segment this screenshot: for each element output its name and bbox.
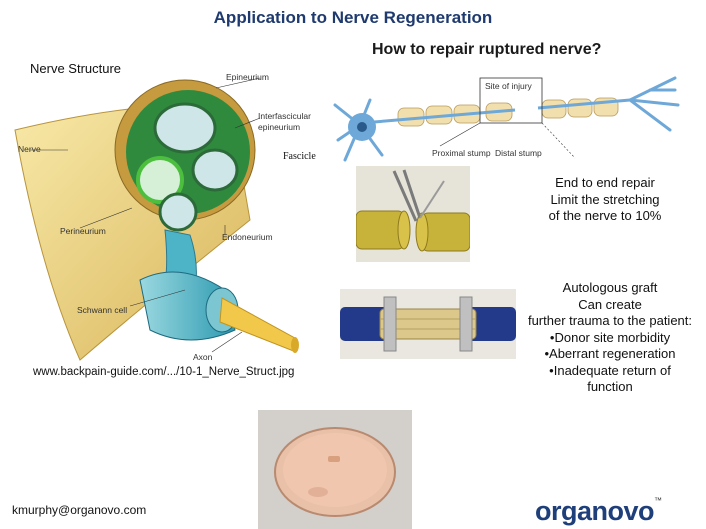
epineurium-label: Epineurium (226, 72, 269, 82)
autologous-graft-photo (340, 289, 516, 359)
nerve-structure-illustration (14, 77, 299, 361)
petri-dish-photo (258, 410, 412, 529)
slide-title: Application to Nerve Regeneration (213, 8, 493, 27)
autologous-line-1: Autologous graft (562, 280, 658, 295)
slide-subtitle: How to repair ruptured nerve? (372, 41, 602, 58)
interfascicular-label-line1: Interfascicular (258, 111, 311, 121)
brand-trademark: ™ (654, 496, 662, 505)
interfascicular-label-line2: epineurium (258, 122, 301, 132)
autologous-line-6: •Inadequate return of (549, 362, 671, 378)
perineurium-label: Perineurium (60, 226, 106, 236)
end-to-end-repair-text: End to end repair Limit the stretching o… (505, 175, 705, 225)
end-to-end-line-2: Limit the stretching (550, 191, 660, 207)
brand-name: organovo (535, 496, 655, 526)
end-to-end-line-1: End to end repair (555, 175, 655, 190)
contact-email: kmurphy@organovo.com (12, 503, 147, 517)
autologous-line-3: further trauma to the patient: (527, 313, 693, 328)
site-of-injury-label: Site of injury (485, 81, 532, 91)
axon-label: Axon (193, 352, 213, 362)
endoneurium-label: Endoneurium (222, 232, 273, 242)
autologous-graft-text: Autologous graft Can create further trau… (515, 280, 705, 396)
image-source-caption: www.backpain-guide.com/.../10-1_Nerve_St… (33, 366, 295, 378)
autologous-line-7: function (587, 379, 633, 394)
end-to-end-line-3: of the nerve to 10% (548, 208, 662, 223)
nerve-label: Nerve (18, 144, 41, 154)
organovo-logo: organovo™ (535, 496, 662, 527)
neuron-injury-diagram (333, 76, 680, 162)
autologous-line-4: •Donor site morbidity (549, 329, 671, 345)
distal-stump-label: Distal stump (495, 148, 542, 158)
proximal-stump-label: Proximal stump (432, 148, 491, 158)
end-to-end-repair-photo (356, 166, 470, 262)
autologous-line-2: Can create (578, 296, 642, 312)
nerve-structure-label: Nerve Structure (30, 61, 122, 76)
schwann-cell-label: Schwann cell (77, 305, 128, 315)
fascicle-label: Fascicle (283, 151, 316, 162)
autologous-line-5: •Aberrant regeneration (544, 346, 676, 361)
